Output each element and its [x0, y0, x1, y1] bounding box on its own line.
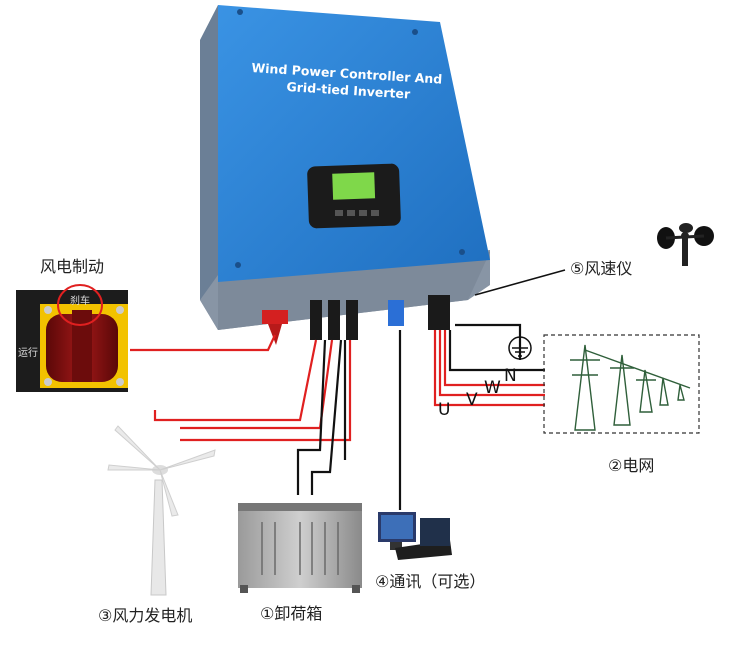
dc-connector-3 [346, 300, 358, 340]
anemometer-wire [474, 269, 566, 296]
panel-buttons [335, 210, 379, 216]
turbine-label: ③风力发电机 [98, 606, 193, 625]
communication-label: ④通讯（可选） [375, 572, 486, 591]
brake-label-run: 运行 [18, 348, 38, 359]
brake-label-brake: 刹车 [70, 296, 90, 307]
comm-port [388, 300, 404, 326]
black-wires [296, 323, 545, 510]
dump-load-label: ①卸荷箱 [260, 604, 323, 623]
transmission-tower-icon [570, 344, 691, 431]
dc-connector-2 [328, 300, 340, 340]
grid-box [543, 334, 700, 434]
anemometer-icon [657, 223, 714, 266]
dc-connector-1 [310, 300, 322, 340]
ground-icon [508, 336, 532, 360]
dump-load-box-icon [238, 503, 362, 593]
ac-output-connector [428, 295, 450, 330]
computer-icon [378, 512, 452, 560]
wind-turbine-icon [107, 425, 216, 596]
phase-u-label: U [438, 400, 451, 420]
grid-label: ②电网 [608, 456, 655, 475]
brake-switch [16, 284, 128, 392]
phase-n-label: N [504, 366, 517, 386]
brake-switch-connector [262, 310, 288, 324]
phase-v-label: V [466, 390, 478, 410]
phase-w-label: W [484, 378, 501, 398]
brake-title: 风电制动 [40, 257, 105, 276]
inverter-cabinet [200, 5, 490, 345]
anemometer-label: ⑤风速仪 [570, 259, 633, 278]
